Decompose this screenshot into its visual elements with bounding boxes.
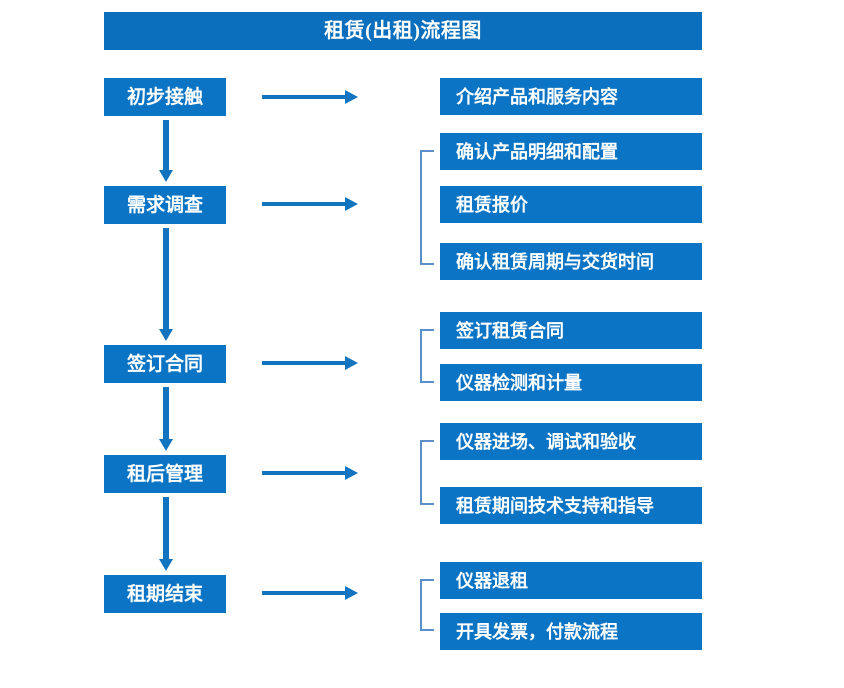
arrow-shaft	[262, 471, 346, 475]
arrow-shaft	[163, 120, 169, 171]
group-bracket	[420, 150, 434, 265]
detail-node-label: 仪器退租	[456, 570, 528, 591]
arrow-head	[345, 586, 358, 600]
detail-node-confirm-product-spec[interactable]: 确认产品明细和配置	[440, 133, 702, 170]
stage-node-post-rental-management[interactable]: 租后管理	[104, 455, 226, 493]
stage-node-label: 需求调查	[126, 194, 203, 216]
arrow-head	[159, 170, 173, 182]
arrow-head	[345, 356, 358, 370]
down-arrow-icon	[159, 120, 173, 182]
arrow-head	[345, 197, 358, 211]
arrow-shaft	[262, 202, 346, 206]
detail-node-label: 介绍产品和服务内容	[456, 86, 618, 107]
arrow-shaft	[262, 361, 346, 365]
stage-node-label: 租期结束	[126, 583, 203, 605]
detail-node-invoice-payment[interactable]: 开具发票，付款流程	[440, 613, 702, 650]
group-bracket	[420, 329, 434, 383]
arrow-head	[159, 559, 173, 571]
arrow-shaft	[163, 387, 169, 440]
arrow-shaft	[262, 591, 346, 595]
detail-node-instrument-inspection[interactable]: 仪器检测和计量	[440, 364, 702, 401]
down-arrow-icon	[159, 228, 173, 341]
right-arrow-icon	[262, 586, 358, 600]
right-arrow-icon	[262, 356, 358, 370]
right-arrow-icon	[262, 197, 358, 211]
group-bracket	[420, 579, 434, 631]
detail-node-label: 确认产品明细和配置	[456, 141, 618, 162]
detail-node-label: 仪器检测和计量	[456, 372, 582, 393]
detail-node-technical-support[interactable]: 租赁期间技术支持和指导	[440, 487, 702, 524]
detail-node-label: 租赁报价	[456, 194, 528, 215]
arrow-shaft	[163, 497, 169, 560]
right-arrow-icon	[262, 90, 358, 104]
diagram-title-text: 租赁(出租)流程图	[324, 20, 482, 42]
down-arrow-icon	[159, 497, 173, 571]
stage-node-label: 租后管理	[126, 463, 203, 485]
detail-node-instrument-return[interactable]: 仪器退租	[440, 562, 702, 599]
group-bracket	[420, 440, 434, 505]
stage-node-initial-contact[interactable]: 初步接触	[104, 78, 226, 116]
arrow-head	[159, 329, 173, 341]
stage-node-label: 签订合同	[126, 353, 203, 375]
right-arrow-icon	[262, 466, 358, 480]
detail-node-introduce-products[interactable]: 介绍产品和服务内容	[440, 78, 702, 115]
arrow-head	[159, 439, 173, 451]
detail-node-label: 开具发票，付款流程	[456, 621, 618, 642]
detail-node-label: 签订租赁合同	[456, 320, 564, 341]
detail-node-label: 租赁期间技术支持和指导	[456, 495, 654, 516]
stage-node-label: 初步接触	[126, 86, 203, 108]
detail-node-instrument-entry-commissioning[interactable]: 仪器进场、调试和验收	[440, 423, 702, 460]
detail-node-label: 仪器进场、调试和验收	[456, 431, 636, 452]
stage-node-rental-end[interactable]: 租期结束	[104, 575, 226, 613]
arrow-shaft	[163, 228, 169, 330]
detail-node-confirm-period-delivery[interactable]: 确认租赁周期与交货时间	[440, 243, 702, 280]
arrow-head	[345, 466, 358, 480]
stage-node-sign-contract[interactable]: 签订合同	[104, 345, 226, 383]
stage-node-demand-survey[interactable]: 需求调查	[104, 186, 226, 224]
diagram-title-banner: 租赁(出租)流程图	[104, 12, 702, 50]
arrow-head	[345, 90, 358, 104]
down-arrow-icon	[159, 387, 173, 451]
detail-node-sign-rental-contract[interactable]: 签订租赁合同	[440, 312, 702, 349]
arrow-shaft	[262, 95, 346, 99]
detail-node-rental-quotation[interactable]: 租赁报价	[440, 186, 702, 223]
detail-node-label: 确认租赁周期与交货时间	[456, 251, 654, 272]
